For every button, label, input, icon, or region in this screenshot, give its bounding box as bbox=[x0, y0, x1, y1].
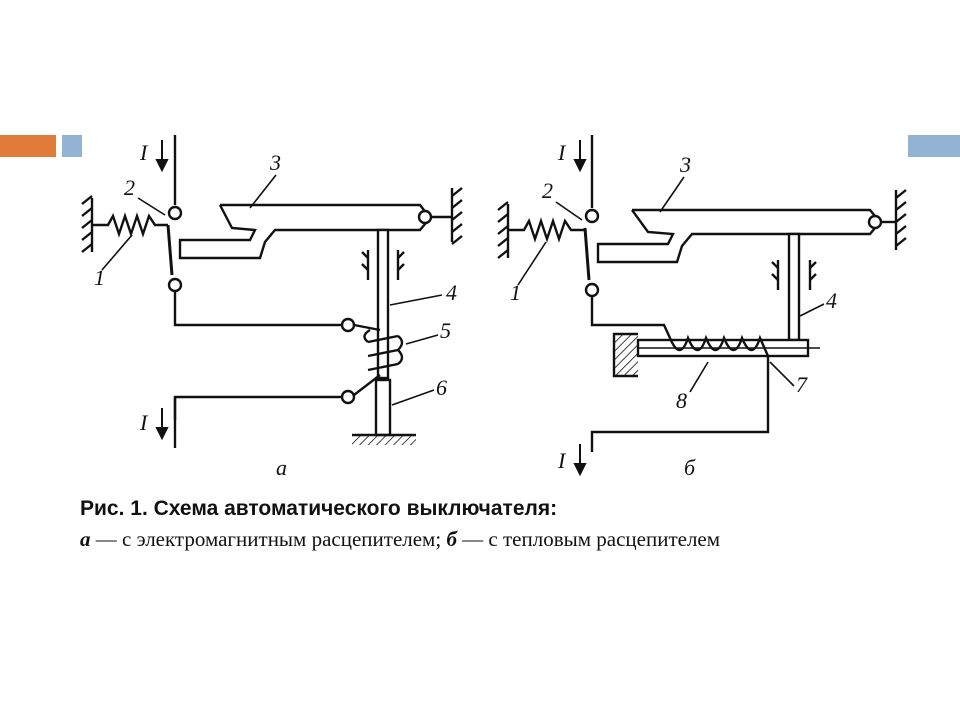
diagram-b-rod bbox=[787, 232, 801, 342]
diagram-a-latch-lever bbox=[178, 203, 432, 260]
diagram-b-sublabel: б bbox=[684, 455, 696, 480]
diagram-b-label-2: 2 bbox=[542, 178, 553, 203]
accent-bar-orange bbox=[0, 135, 56, 157]
diagram-a-coil bbox=[353, 323, 404, 372]
diagram-b-contact-top bbox=[584, 208, 600, 224]
diagram-a-armature bbox=[376, 228, 390, 380]
diagram-a-contact-bottom bbox=[167, 277, 183, 293]
caption-b-marker: б bbox=[446, 527, 457, 551]
diagram-a-label-6: 6 bbox=[436, 375, 447, 400]
diagram-b-label-8: 8 bbox=[676, 388, 687, 413]
caption-b-text: — с тепловым расцепителем bbox=[456, 527, 721, 551]
diagram-b-label-4: 4 bbox=[826, 288, 837, 313]
diagram-a-label-2: 2 bbox=[124, 175, 135, 200]
diagram-a-sublabel: а bbox=[276, 455, 287, 480]
diagram-b-label-3: 3 bbox=[679, 152, 691, 177]
diagram-a bbox=[81, 135, 463, 448]
accent-bar-blue-left bbox=[62, 135, 82, 157]
diagram-a-current-top: I bbox=[139, 140, 149, 165]
diagram-b-current-bottom: I bbox=[557, 448, 567, 473]
caption-a-text: — с электромагнитным расцепителем; bbox=[90, 527, 447, 551]
diagram-b-label-7: 7 bbox=[796, 372, 808, 397]
diagram-b-heater-coil bbox=[668, 334, 770, 357]
circuit-breaker-figure: I I 1 2 3 4 5 6 а bbox=[81, 135, 907, 480]
caption-a-marker: а bbox=[80, 527, 91, 551]
diagram-b bbox=[497, 135, 907, 452]
diagram-b-label-1: 1 bbox=[510, 280, 521, 305]
diagram-a-current-bottom: I bbox=[139, 410, 149, 435]
diagram-a-wall-left bbox=[81, 195, 94, 253]
diagram-a-label-3: 3 bbox=[269, 150, 281, 175]
diagram-b-contact-bottom bbox=[584, 282, 600, 298]
diagram-b-current-top: I bbox=[557, 140, 567, 165]
caption-description: а — с электромагнитным расцепителем; б —… bbox=[80, 527, 940, 552]
caption-title: Рис. 1. Схема автоматического выключател… bbox=[80, 497, 558, 520]
diagram-a-contact-top bbox=[167, 205, 183, 221]
diagram-a-label-1: 1 bbox=[94, 265, 105, 290]
diagram-b-latch-lever bbox=[596, 208, 882, 264]
diagram-a-label-4: 4 bbox=[446, 280, 457, 305]
diagram-b-spring bbox=[508, 217, 584, 243]
accent-bar-blue-right bbox=[908, 135, 960, 157]
figure-caption: Рис. 1. Схема автоматического выключател… bbox=[80, 497, 940, 552]
diagram-a-spring bbox=[92, 212, 168, 238]
diagram-a-core bbox=[374, 378, 392, 437]
diagram-a-label-5: 5 bbox=[440, 318, 451, 343]
